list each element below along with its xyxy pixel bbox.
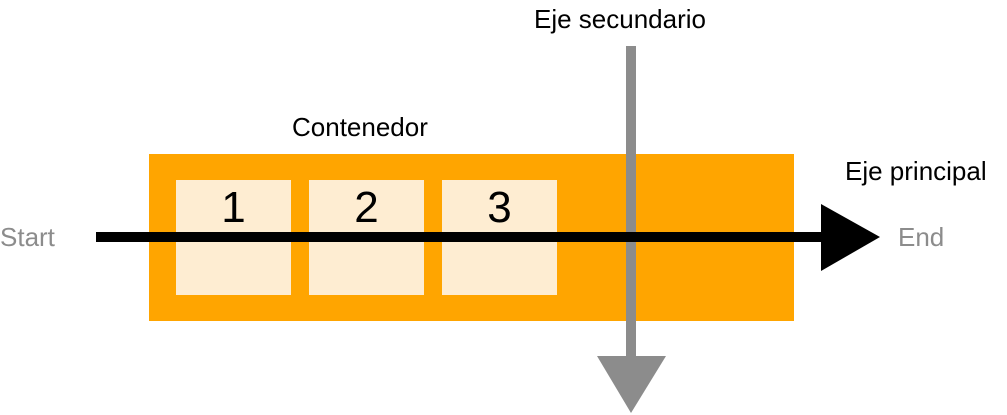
main-axis-label: Eje principal xyxy=(845,156,987,186)
flex-item-3: 3 xyxy=(442,180,557,295)
flex-item-1-label: 1 xyxy=(221,183,246,232)
secondary-axis-arrowhead xyxy=(597,356,666,413)
flex-item-2-label: 2 xyxy=(354,183,379,232)
flex-item-1: 1 xyxy=(176,180,291,295)
flex-item-3-label: 3 xyxy=(487,183,512,232)
main-axis-arrowhead xyxy=(821,204,880,271)
flex-item-2: 2 xyxy=(309,180,424,295)
secondary-axis-label: Eje secundario xyxy=(534,4,706,34)
main-axis-start-label: Start xyxy=(0,222,55,252)
main-axis-end-label: End xyxy=(898,222,945,252)
container-label: Contenedor xyxy=(292,112,428,142)
